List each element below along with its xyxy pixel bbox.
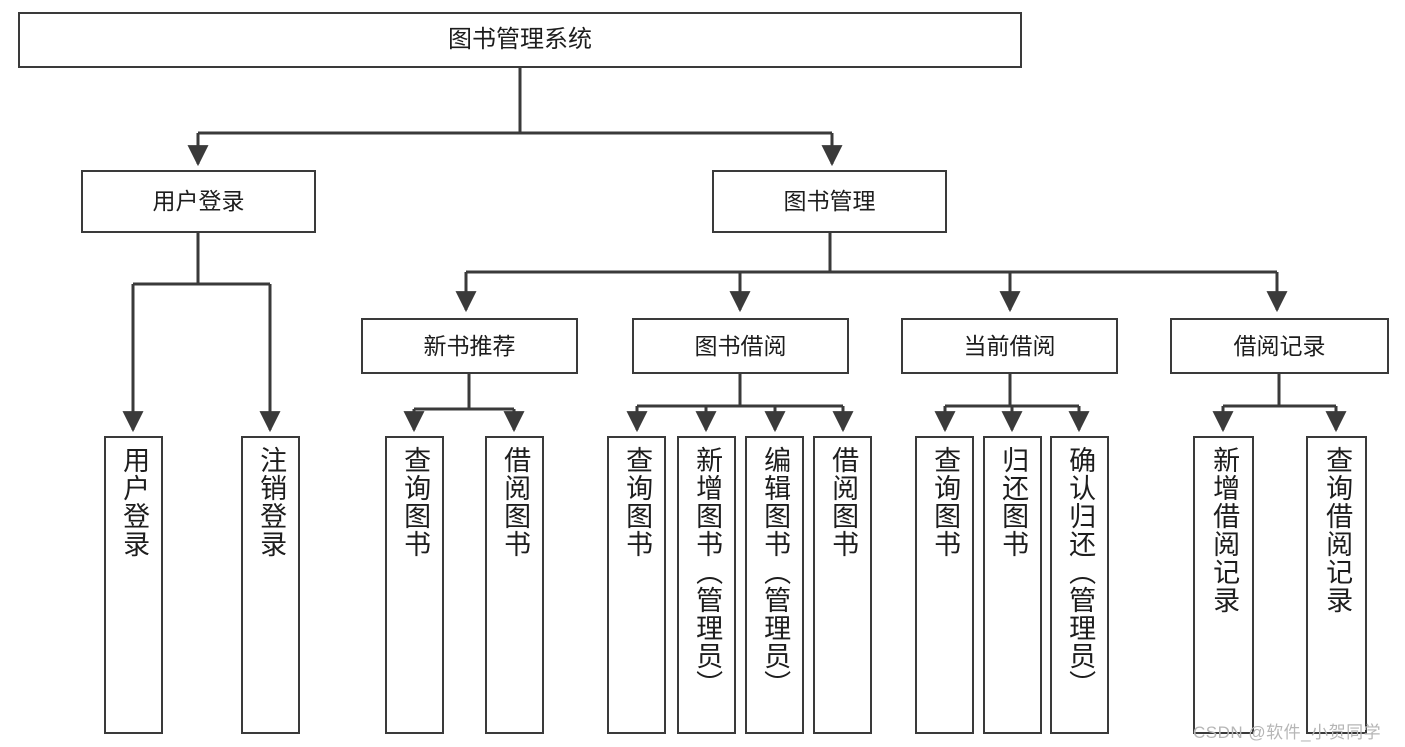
leaf-user-login[interactable]: 用户登录 — [104, 436, 163, 734]
leaf-borrow-book-recommend[interactable]: 借阅图书 — [485, 436, 544, 734]
node-label: 图书管理 — [783, 188, 876, 215]
node-book-management[interactable]: 图书管理 — [712, 170, 947, 233]
node-label: 用户登录 — [152, 188, 245, 215]
node-label: 图书借阅 — [694, 332, 787, 359]
node-label: 查询图书 — [400, 446, 431, 558]
leaf-query-borrow-record[interactable]: 查询借阅记录 — [1306, 436, 1367, 734]
leaf-query-book-current[interactable]: 查询图书 — [915, 436, 974, 734]
node-label: 新增借阅记录 — [1209, 446, 1240, 614]
node-label: 新书推荐 — [423, 332, 516, 359]
node-borrow-record[interactable]: 借阅记录 — [1170, 318, 1389, 374]
node-user-login[interactable]: 用户登录 — [81, 170, 316, 233]
leaf-edit-book-admin[interactable]: 编辑图书（管理员） — [745, 436, 804, 734]
node-label: 借阅图书 — [828, 446, 859, 558]
node-root-system[interactable]: 图书管理系统 — [18, 12, 1022, 68]
node-label: 用户登录 — [119, 446, 150, 558]
leaf-query-book-recommend[interactable]: 查询图书 — [385, 436, 444, 734]
leaf-add-borrow-record[interactable]: 新增借阅记录 — [1193, 436, 1254, 734]
node-label: 当前借阅 — [963, 332, 1056, 359]
node-new-book-recommend[interactable]: 新书推荐 — [361, 318, 578, 374]
node-current-borrow[interactable]: 当前借阅 — [901, 318, 1118, 374]
node-label: 查询借阅记录 — [1322, 446, 1353, 614]
node-book-borrow[interactable]: 图书借阅 — [632, 318, 849, 374]
leaf-borrow-book[interactable]: 借阅图书 — [813, 436, 872, 734]
leaf-confirm-return-admin[interactable]: 确认归还（管理员） — [1050, 436, 1109, 734]
node-label: 新增图书（管理员） — [692, 446, 723, 698]
leaf-query-book-borrow[interactable]: 查询图书 — [607, 436, 666, 734]
leaf-return-book[interactable]: 归还图书 — [983, 436, 1042, 734]
csdn-watermark: CSDN @软件_小贺同学 — [1193, 723, 1382, 742]
node-label: 注销登录 — [256, 446, 287, 558]
node-label: 借阅记录 — [1233, 332, 1326, 359]
node-label: 借阅图书 — [500, 446, 531, 558]
node-label: 编辑图书（管理员） — [760, 446, 791, 698]
node-label: 查询图书 — [930, 446, 961, 558]
leaf-add-book-admin[interactable]: 新增图书（管理员） — [677, 436, 736, 734]
leaf-logout[interactable]: 注销登录 — [241, 436, 300, 734]
node-label: 确认归还（管理员） — [1065, 446, 1096, 698]
node-label: 查询图书 — [622, 446, 653, 558]
node-label: 归还图书 — [998, 446, 1029, 558]
node-label: 图书管理系统 — [448, 26, 592, 53]
